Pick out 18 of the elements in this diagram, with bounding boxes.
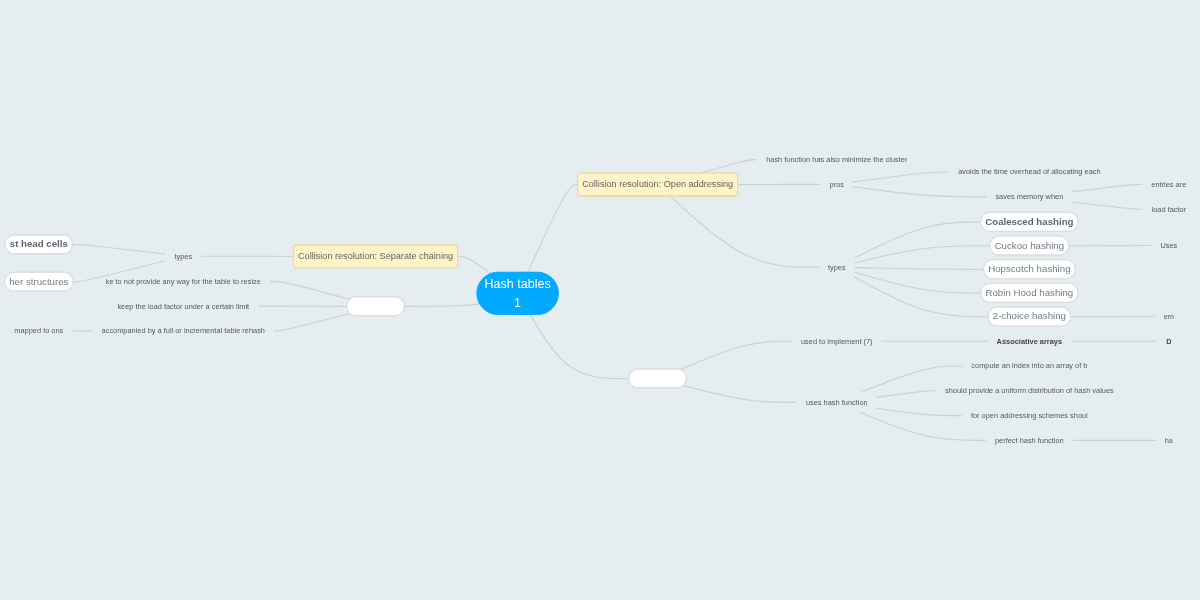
connector: [852, 171, 950, 183]
connector: [1071, 201, 1143, 210]
connector: [72, 260, 166, 283]
connector: [852, 186, 987, 198]
connector: [269, 280, 351, 300]
connector: [861, 365, 963, 393]
connector: [1071, 183, 1143, 193]
connector: [669, 195, 820, 268]
connector: [683, 385, 798, 403]
connector: [854, 276, 989, 318]
connector: [876, 407, 963, 417]
connector: [679, 340, 793, 371]
connector: [876, 390, 937, 398]
connector: [859, 411, 987, 441]
connector: [72, 244, 166, 255]
connector: [404, 302, 481, 307]
connector: [273, 312, 351, 332]
connector: [457, 255, 492, 275]
